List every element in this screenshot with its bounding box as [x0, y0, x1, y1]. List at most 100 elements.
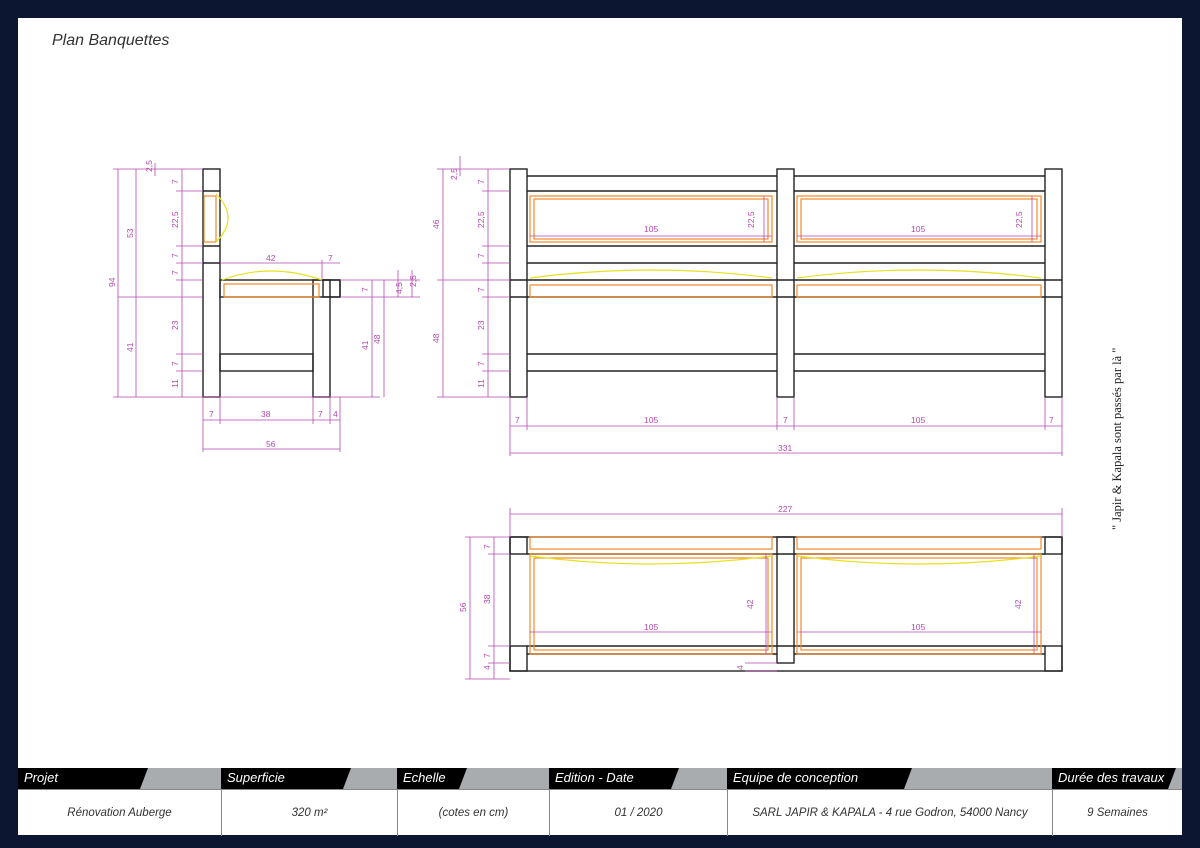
side-dim-label: 22,5	[170, 211, 180, 228]
front-dimensions	[437, 156, 1063, 456]
front-dim-label: 105	[911, 224, 925, 234]
front-dim-label: 105	[644, 415, 658, 425]
top-dim-label: 105	[911, 622, 925, 632]
sheet-title: Plan Banquettes	[52, 32, 170, 49]
side-dim-label: 11	[170, 379, 180, 388]
side-back-post	[202, 168, 221, 398]
title-block-header: Superficie	[227, 770, 285, 785]
top-dim-label: 227	[778, 504, 792, 514]
side-dim-label: 4,5	[394, 282, 404, 294]
title-block-header: Projet	[24, 770, 58, 785]
front-view	[509, 168, 1063, 398]
side-dim-label: 41	[125, 342, 135, 352]
side-dim-label: 7	[170, 361, 180, 366]
side-dim-label: 7	[360, 287, 370, 292]
front-cushions	[529, 195, 1042, 298]
front-dim-label: 22,5	[1014, 211, 1024, 228]
title-block-value: Rénovation Auberge	[18, 789, 221, 836]
drawing-sheet: Plan Banquettes	[18, 18, 1182, 835]
side-seat-rail	[219, 279, 341, 298]
title-block-duree: Durée des travaux 9 Semaines	[1052, 768, 1182, 836]
front-dim-label: 7	[476, 253, 486, 258]
side-dim-label: 48	[372, 334, 382, 344]
title-block-edition: Edition - Date 01 / 2020	[549, 768, 727, 836]
title-block-superficie: Superficie 320 m²	[221, 768, 397, 836]
front-back-cushion-left	[529, 195, 773, 243]
front-dim-label: 331	[778, 443, 792, 453]
title-block-equipe: Equipe de conception SARL JAPIR & KAPALA…	[727, 768, 1052, 836]
top-curve-left	[529, 555, 773, 565]
side-lower-rail	[219, 353, 314, 372]
top-dim-label: 38	[482, 594, 492, 604]
top-dim-label: 42	[1013, 599, 1023, 609]
side-seat-cushion	[223, 283, 320, 298]
side-dim-label: 38	[261, 409, 271, 419]
motto-text: " Japir & Kapala sont passés par là "	[1110, 347, 1124, 530]
front-dim-label: 7	[476, 179, 486, 184]
front-dim-label: 22,5	[476, 211, 486, 228]
top-dim-label: 4	[482, 665, 492, 670]
title-block-header: Equipe de conception	[733, 770, 859, 785]
side-seat-curve	[221, 270, 323, 281]
front-seat-curve-left	[529, 269, 773, 279]
title-block-value: 320 m²	[221, 789, 397, 836]
title-block: Projet Rénovation Auberge Superficie 320…	[18, 768, 1182, 836]
front-dim-label: 23	[476, 320, 486, 330]
side-back-curve	[215, 193, 229, 243]
side-dim-label: 7	[170, 179, 180, 184]
title-block-header: Durée des travaux	[1058, 770, 1165, 785]
side-dim-label: 42	[266, 253, 276, 263]
front-back-cushion-right	[796, 195, 1042, 243]
title-block-echelle: Echelle (cotes en cm)	[397, 768, 549, 836]
top-outline	[509, 536, 1063, 672]
top-dim-label: 105	[644, 622, 658, 632]
front-left-post	[509, 168, 528, 398]
front-dim-label: 7	[476, 361, 486, 366]
side-dim-label: 56	[266, 439, 276, 449]
side-dim-label: 23	[170, 320, 180, 330]
title-block-value: 01 / 2020	[549, 789, 727, 836]
front-right-post	[1044, 168, 1063, 398]
top-dim-label: 42	[745, 599, 755, 609]
side-dim-label: 2,5	[408, 275, 418, 287]
side-dim-label: 7	[170, 253, 180, 258]
front-dim-label: 22,5	[746, 211, 756, 228]
front-dim-label: 46	[431, 219, 441, 229]
top-dim-labels: 227 56 7 38 7 4 105 42 105 42 4	[458, 504, 1023, 670]
front-curves	[529, 269, 1042, 279]
side-seat-front-block	[322, 279, 341, 298]
side-dim-label: 7	[170, 270, 180, 275]
side-dimensions	[113, 163, 420, 452]
front-dim-label: 7	[1049, 415, 1054, 425]
title-block-header: Echelle	[403, 770, 446, 785]
side-dim-label: 41	[360, 340, 370, 350]
title-block-value: 9 Semaines	[1052, 789, 1182, 836]
title-block-header: Edition - Date	[555, 770, 634, 785]
top-view	[509, 536, 1063, 672]
top-dim-label: 7	[482, 653, 492, 658]
front-seat-cushion-right	[796, 284, 1042, 298]
front-dim-labels: 2,5 7 22,5 7 7 23 7 11 46 48 105 22,5 10…	[431, 168, 1054, 453]
front-dim-label: 105	[644, 224, 658, 234]
title-block-projet: Projet Rénovation Auberge	[18, 768, 221, 835]
top-cushions	[529, 536, 1042, 655]
top-curve-right	[796, 555, 1042, 565]
side-cushions	[203, 195, 320, 298]
front-seat-curve-right	[796, 269, 1042, 279]
title-block-value: SARL JAPIR & KAPALA - 4 rue Godron, 5400…	[727, 789, 1052, 836]
front-middle-post	[776, 168, 795, 398]
title-block-value: (cotes en cm)	[397, 789, 549, 836]
front-dim-label: 7	[476, 287, 486, 292]
top-curves	[529, 555, 1042, 565]
top-dimensions	[465, 508, 1063, 680]
side-dim-label: 7	[209, 409, 214, 419]
top-dim-label: 4	[735, 665, 745, 670]
front-dim-label: 2,5	[449, 168, 459, 180]
front-dim-label: 7	[515, 415, 520, 425]
front-dim-label: 11	[476, 379, 486, 388]
side-dim-label: 4	[333, 409, 338, 419]
front-dim-label: 48	[431, 333, 441, 343]
side-dim-label: 2,5	[144, 160, 154, 172]
side-dim-label: 7	[318, 409, 323, 419]
